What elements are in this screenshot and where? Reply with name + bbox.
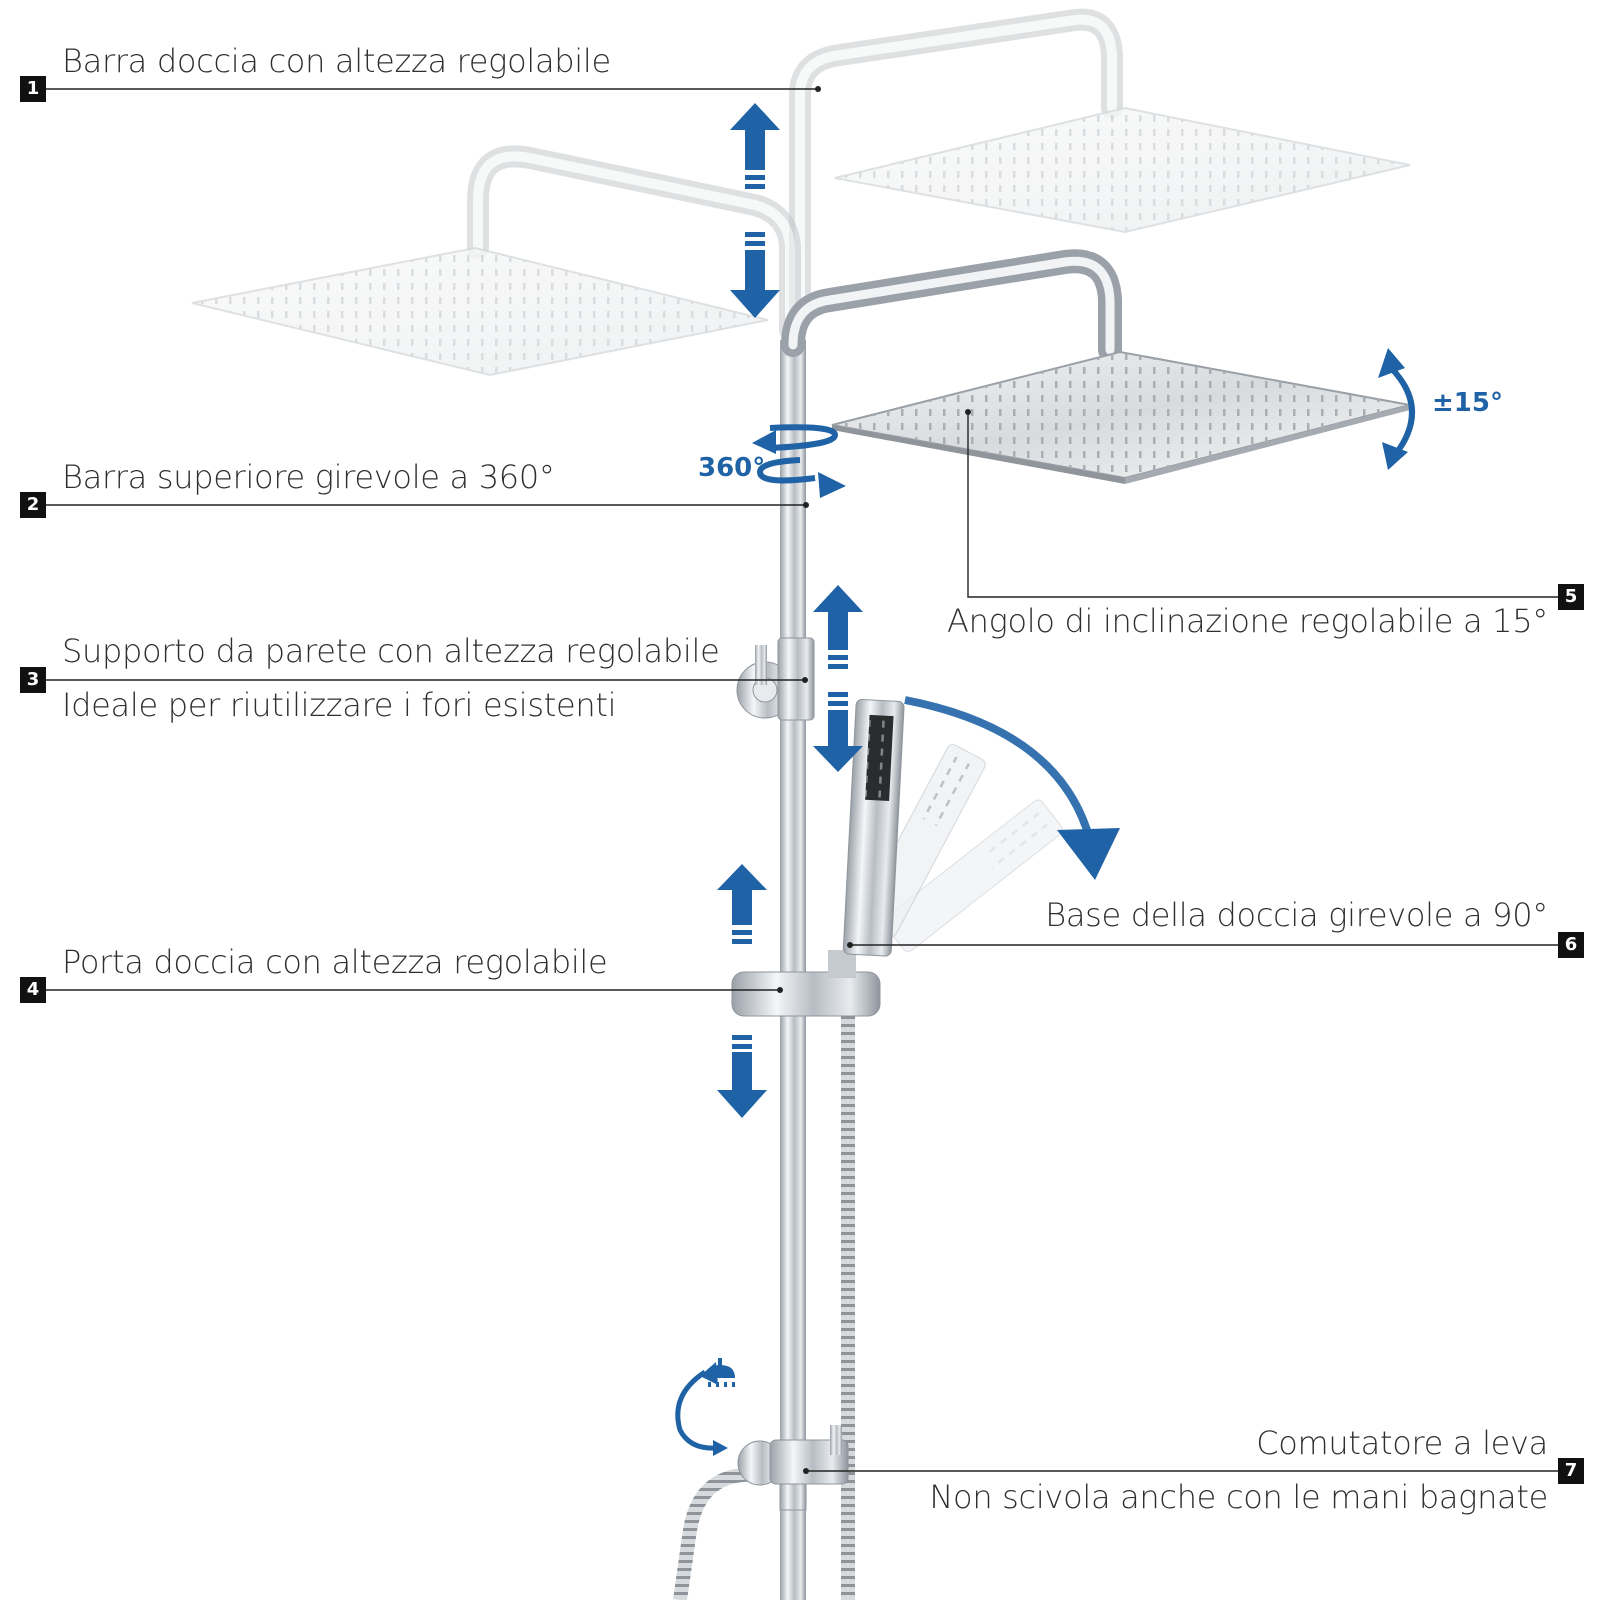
callout-1-label: Barra doccia con altezza regolabile <box>62 42 611 80</box>
callout-7-badge: 7 <box>1558 1458 1584 1484</box>
callout-3-sublabel: Ideale per riutilizzare i fori esistenti <box>62 686 617 724</box>
diverter-rotate-arrow <box>675 1369 719 1451</box>
callout-7-label: Comutatore a leva <box>1256 1424 1548 1462</box>
callout-5-badge: 5 <box>1558 584 1584 610</box>
tilt-arrow <box>1390 367 1415 457</box>
callout-6-label: Base della doccia girevole a 90° <box>1045 896 1548 934</box>
main-arm <box>781 249 1122 362</box>
callout-7-sublabel: Non scivola anche con le mani bagnate <box>929 1478 1548 1516</box>
height-arrows-support <box>813 585 863 772</box>
shower-head-icon <box>705 1358 735 1387</box>
callout-5-label: Angolo di inclinazione regolabile a 15° <box>947 602 1548 640</box>
main-rain-head <box>831 350 1411 484</box>
ghost-head-right <box>834 106 1411 234</box>
tilt-15-mark: ±15° <box>1432 388 1503 418</box>
callout-1-badge: 1 <box>20 76 46 102</box>
hose-lower <box>673 1467 761 1600</box>
height-arrows-holder <box>717 864 767 1118</box>
swivel-360-mark: 360° <box>698 453 766 483</box>
hand-shower <box>842 699 905 957</box>
wall-support <box>736 637 815 721</box>
ghost-head-left <box>191 246 769 377</box>
callout-2-badge: 2 <box>20 492 46 518</box>
leader-dots <box>777 86 971 1474</box>
ghost-arm-right <box>789 8 1123 321</box>
height-arrows-upper <box>730 103 780 318</box>
leader-lines <box>46 88 1558 1472</box>
callout-3-label: Supporto da parete con altezza regolabil… <box>62 632 720 670</box>
callout-2-label: Barra superiore girevole a 360° <box>62 458 555 496</box>
swivel-90-arrow <box>904 696 1094 842</box>
main-riser-pipe <box>780 340 806 1600</box>
shower-holder <box>731 950 881 1017</box>
swivel-arrows <box>756 424 839 484</box>
hand-shower-ghost-2 <box>883 799 1063 952</box>
callout-6-badge: 6 <box>1558 932 1584 958</box>
callout-3-badge: 3 <box>20 667 46 693</box>
diverter-valve <box>737 1425 849 1511</box>
callout-4-badge: 4 <box>20 977 46 1003</box>
ghost-arm-left <box>467 145 801 341</box>
callout-4-label: Porta doccia con altezza regolabile <box>62 943 608 981</box>
